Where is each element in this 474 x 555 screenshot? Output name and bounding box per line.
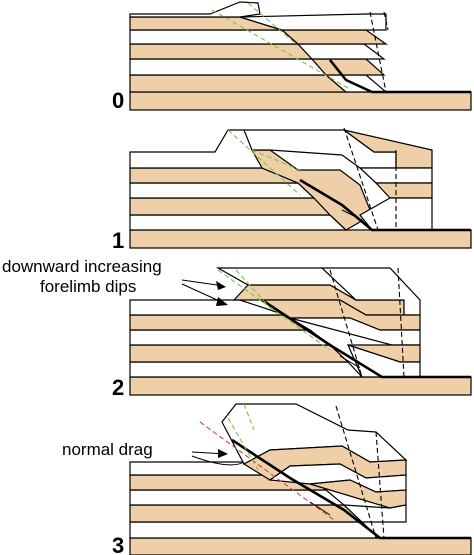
layer-white (129, 129, 263, 169)
axial-surface-green (247, 2, 297, 45)
layer-white (129, 361, 364, 378)
thrust-fault (328, 59, 471, 94)
layer-tan (374, 182, 433, 199)
basement-layer (129, 537, 472, 555)
layer-white (296, 43, 386, 60)
basement-layer (129, 229, 472, 249)
leader-arrow (191, 455, 245, 466)
layer-white (129, 58, 328, 76)
axial-surface-black (369, 11, 387, 93)
layer-tan (129, 314, 313, 331)
panel-3 (129, 403, 472, 555)
axial-surface-green (243, 403, 255, 431)
step-label: 3 (112, 533, 124, 555)
layer-tan (129, 344, 350, 363)
step-label: 0 (112, 88, 124, 113)
layer-white (129, 214, 348, 231)
layer-white (215, 267, 357, 301)
axial-surface-green (217, 269, 331, 351)
forelimb-annotation-line2: forelimb dips (40, 277, 136, 296)
axial-surface-black (383, 11, 389, 31)
layer-white (129, 299, 286, 316)
arrowhead (218, 449, 228, 458)
layer-tan (280, 29, 388, 45)
forelimb-annotation-line1: downward increasing (2, 257, 162, 276)
axial-surface-black (375, 431, 385, 539)
panel-1 (129, 127, 472, 249)
panel-0 (129, 1, 472, 111)
layer-white (129, 182, 316, 199)
slip-arrow (339, 355, 361, 369)
basement-layer (129, 376, 472, 396)
layer-white (129, 521, 380, 539)
axial-surface-green (251, 149, 301, 171)
layer-tan (129, 74, 348, 93)
axial-surface-black (335, 405, 377, 539)
slip-arrow (341, 209, 363, 221)
layer-white (346, 344, 421, 378)
layer-tan (129, 197, 332, 216)
thrust-fault (231, 438, 471, 540)
arrowhead (216, 297, 228, 306)
layer-white (129, 329, 332, 346)
axial-surface-green (235, 269, 273, 311)
layer-white (342, 504, 407, 523)
step-label: 1 (112, 228, 124, 253)
basement-layer (129, 91, 472, 111)
thrust-fault (261, 298, 471, 379)
layer-white (129, 1, 261, 18)
axial-surface-black (329, 269, 363, 378)
axial-surface-green (227, 129, 301, 196)
step-label: 2 (112, 375, 124, 400)
drag-annotation: normal drag (62, 440, 153, 459)
axial-surface-green (211, 9, 349, 89)
arrowhead (216, 281, 226, 290)
slip-arrow (309, 501, 331, 516)
layer-white (129, 29, 300, 45)
layer-white (239, 13, 387, 31)
panel-2 (129, 267, 472, 396)
axial-surface-black (397, 267, 405, 378)
axial-surface-black (343, 127, 379, 231)
axial-surface-green (227, 417, 259, 471)
